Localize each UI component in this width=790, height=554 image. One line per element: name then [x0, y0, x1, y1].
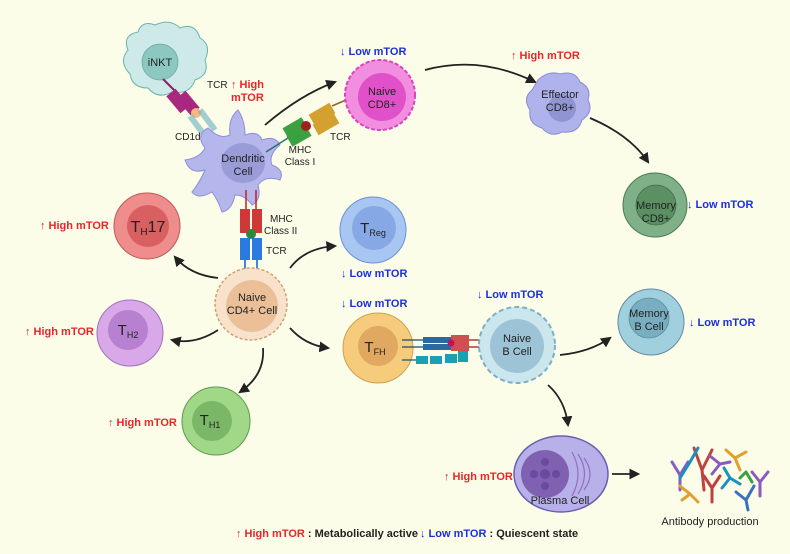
th17-label: TH17 — [131, 219, 166, 238]
inkt-label: iNKT — [148, 57, 173, 69]
plasma-cell: Plasma Cell — [513, 435, 609, 513]
dendritic-label-2: Cell — [234, 166, 253, 178]
tfh-label: TFH — [364, 339, 385, 357]
antibody-icon — [734, 484, 756, 512]
antibody-icon — [720, 466, 742, 490]
dendritic-cell: Dendritic Cell — [184, 109, 282, 213]
th2-cell: TH2 — [96, 299, 164, 367]
antibody-icon — [750, 470, 770, 498]
tfh-b-receptor-complex — [402, 335, 485, 364]
antibody-icon — [738, 470, 754, 484]
cd1d-label: CD1d — [175, 132, 201, 143]
th2-mtor: ↑ High mTOR — [25, 326, 94, 338]
antibody-icon — [724, 448, 748, 472]
tcr-label-cd4: TCR — [266, 246, 287, 257]
plasma-label: Plasma Cell — [531, 495, 590, 507]
mhc2-label-1: MHC — [270, 214, 293, 225]
plasma-mtor: ↑ High mTOR — [444, 471, 513, 483]
dendritic-label-1: Dendritic — [221, 153, 265, 165]
antibody-icon — [678, 446, 700, 480]
legend-high: ↑ High mTOR : Metabolically active — [236, 528, 418, 540]
memory-cd8-cell: Memory CD8+ — [622, 172, 688, 238]
naive-b-mtor: ↓ Low mTOR — [477, 289, 543, 301]
th1-mtor: ↑ High mTOR — [108, 417, 177, 429]
th1-label: TH1 — [200, 412, 221, 430]
arrow-naive-b-to-memory-b — [559, 336, 612, 356]
legend-low-key: ↓ Low mTOR — [420, 528, 486, 540]
memory-b-mtor: ↓ Low mTOR — [689, 317, 755, 329]
tfh-mtor: ↓ Low mTOR — [341, 298, 407, 310]
th2-label: TH2 — [118, 322, 139, 340]
arrow-cd4-to-th2 — [169, 329, 219, 348]
naive-b-label-2: B Cell — [502, 346, 531, 358]
naive-cd8-label-2: CD8+ — [368, 99, 396, 111]
mhc2-label-2: Class II — [264, 226, 297, 237]
effector-cd8-mtor: ↑ High mTOR — [511, 50, 580, 62]
mhc1-label-2: Class I — [285, 157, 316, 168]
arrow-cd4-to-treg — [289, 241, 338, 269]
naive-cd4-cell: Naive CD4+ Cell — [214, 267, 288, 341]
treg-mtor: ↓ Low mTOR — [341, 268, 407, 280]
naive-cd8-cell: Naive CD8+ — [344, 59, 416, 131]
naive-b-cell: Naive B Cell — [478, 306, 556, 384]
memory-cd8-label-1: Memory — [636, 200, 676, 212]
mhc1-label-1: MHC — [289, 145, 312, 156]
effector-cd8-cell: Effector CD8+ — [526, 72, 591, 135]
dendritic-mtor-line1: ↑ High — [231, 79, 264, 91]
legend-low: ↓ Low mTOR : Quiescent state — [420, 528, 578, 540]
memory-cd8-label-2: CD8+ — [642, 213, 670, 225]
memory-b-cell: Memory B Cell — [617, 288, 685, 356]
memory-b-label-2: B Cell — [634, 321, 663, 333]
naive-cd8-mtor: ↓ Low mTOR — [340, 46, 406, 58]
treg-cell: TReg — [339, 196, 407, 264]
tcr-label-inkt: TCR — [207, 80, 228, 91]
memory-cd8-mtor: ↓ Low mTOR — [687, 199, 753, 211]
antibody-production-label: Antibody production — [661, 516, 758, 528]
tcr-label-cd8: TCR — [330, 132, 351, 143]
th17-mtor: ↑ High mTOR — [40, 220, 109, 232]
th1-cell: TH1 — [181, 386, 251, 456]
arrow-naive-b-to-plasma — [547, 384, 573, 428]
mhc1-tcr-complex — [265, 99, 347, 153]
tfh-cell: TFH — [342, 312, 414, 384]
antibody-icon — [678, 484, 700, 504]
legend-high-desc: : Metabolically active — [305, 528, 418, 540]
inkt-cell: iNKT — [123, 21, 209, 96]
th17-cell: TH17 — [113, 192, 181, 260]
legend: ↑ High mTOR : Metabolically active ↓ Low… — [236, 528, 578, 540]
arrow-effector-to-memory-cd8 — [589, 117, 650, 164]
naive-cd4-label-1: Naive — [238, 292, 266, 304]
arrow-cd4-to-tfh — [289, 327, 331, 353]
naive-cd8-label-1: Naive — [368, 86, 396, 98]
treg-label: TReg — [360, 220, 386, 238]
antibody-cluster — [670, 446, 770, 512]
legend-low-desc: : Quiescent state — [486, 528, 578, 540]
memory-b-label-1: Memory — [629, 308, 669, 320]
naive-cd4-label-2: CD4+ Cell — [227, 305, 277, 317]
arrow-naive-cd8-to-effector — [424, 63, 537, 84]
effector-cd8-label-2: CD8+ — [546, 102, 574, 114]
legend-high-key: ↑ High mTOR — [236, 528, 305, 540]
effector-cd8-label-1: Effector — [541, 89, 579, 101]
arrow-dc-to-naive-cd8 — [264, 79, 338, 126]
arrow-cd4-to-th1 — [238, 347, 264, 394]
naive-b-label-1: Naive — [503, 333, 531, 345]
arrow-cd4-to-th17 — [173, 255, 219, 279]
antibody-icon — [708, 454, 732, 476]
dendritic-mtor-line2: mTOR — [231, 92, 264, 104]
antibody-icon — [702, 474, 722, 504]
